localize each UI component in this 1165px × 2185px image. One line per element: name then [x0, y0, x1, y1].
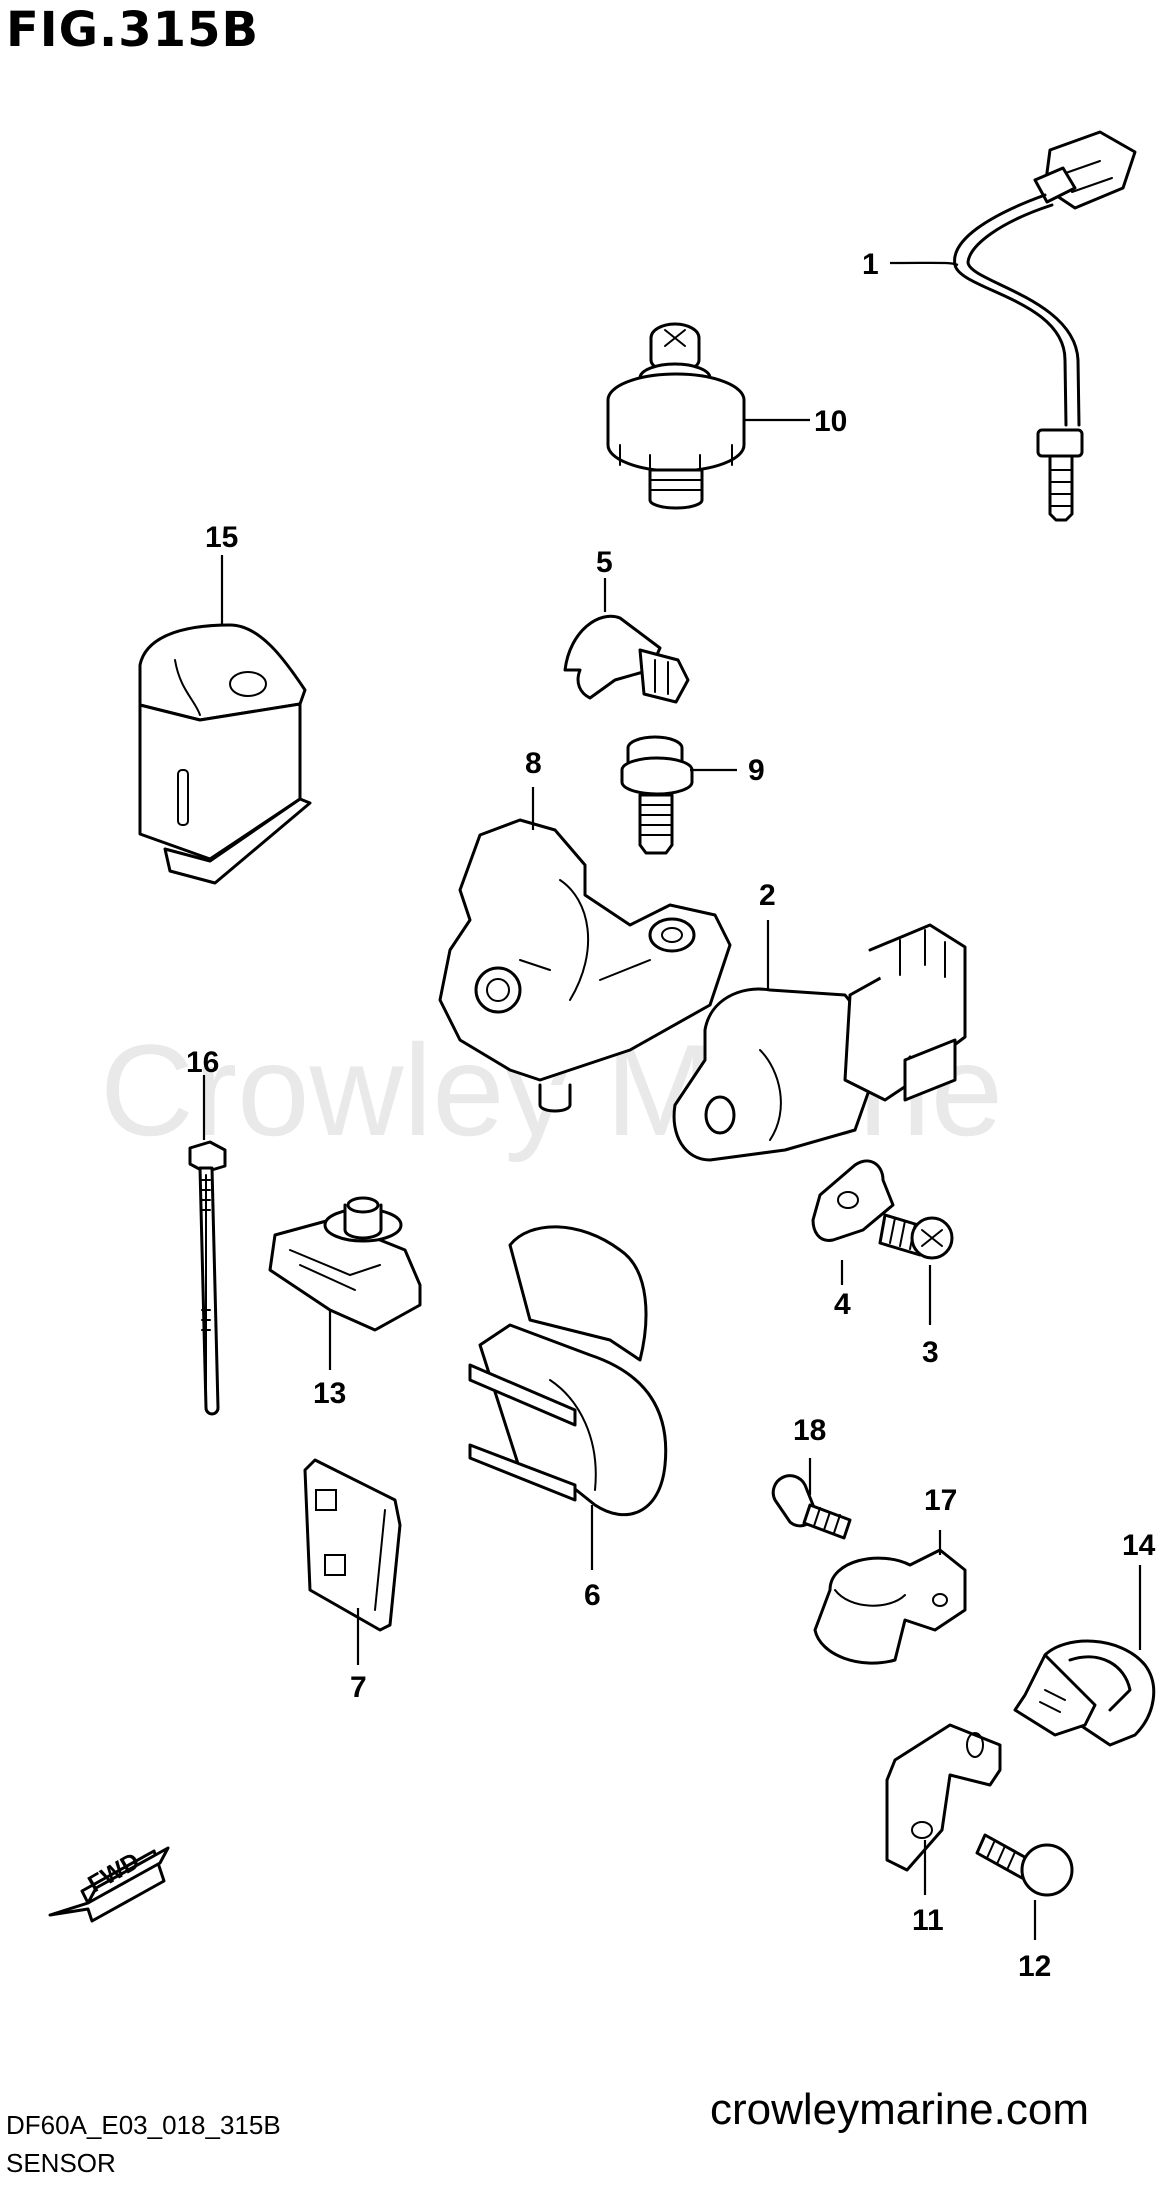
callout-3: 3 — [922, 1336, 939, 1369]
part-12-bolt[interactable] — [975, 1833, 1074, 1897]
part-15-cover[interactable] — [138, 623, 312, 885]
part-3-screw[interactable] — [878, 1213, 954, 1260]
part-8-bracket[interactable] — [438, 818, 732, 1113]
callout-labels: 1 2 3 4 5 6 7 8 9 10 11 12 13 14 15 16 1… — [186, 248, 1156, 1983]
leader-lines — [202, 261, 1142, 1940]
callout-8: 8 — [525, 747, 542, 780]
part-16-cable-tie[interactable] — [188, 1140, 227, 1416]
part-18-bolt[interactable] — [771, 1474, 852, 1540]
callout-9: 9 — [748, 754, 765, 787]
callout-15: 15 — [205, 521, 238, 554]
callout-11: 11 — [912, 1904, 944, 1937]
callout-17: 17 — [924, 1484, 957, 1517]
part-17-clamp[interactable] — [813, 1548, 967, 1665]
figure-title: FIG.315B — [6, 2, 260, 58]
part-13-clip[interactable] — [268, 1196, 422, 1332]
callout-18: 18 — [793, 1414, 826, 1447]
part-9-bolt[interactable] — [620, 735, 694, 855]
section-name: SENSOR — [6, 2148, 116, 2178]
website-label: crowleymarine.com — [710, 2085, 1089, 2134]
fwd-arrow-icon: FWD — [48, 1846, 170, 1923]
part-10-pressure-switch[interactable] — [606, 322, 746, 510]
callout-12: 12 — [1018, 1950, 1051, 1983]
callout-6: 6 — [584, 1579, 601, 1612]
part-14-clip[interactable] — [1013, 1639, 1156, 1747]
callout-14: 14 — [1122, 1529, 1156, 1562]
callout-5: 5 — [596, 546, 613, 579]
part-4-plate[interactable] — [811, 1159, 895, 1242]
part-6-clamp[interactable] — [468, 1225, 668, 1517]
part-5-cap[interactable] — [563, 614, 690, 704]
callout-16: 16 — [186, 1046, 219, 1079]
callout-13: 13 — [313, 1377, 346, 1410]
diagram-code: DF60A_E03_018_315B — [6, 2110, 281, 2140]
part-11-bracket[interactable] — [885, 1723, 1002, 1872]
callout-10: 10 — [814, 405, 847, 438]
callout-4: 4 — [834, 1288, 851, 1321]
part-7-protector[interactable] — [303, 1458, 402, 1632]
callout-2: 2 — [759, 879, 776, 912]
callout-7: 7 — [350, 1671, 367, 1704]
callout-1: 1 — [862, 248, 879, 281]
part-1-sensor-cable[interactable] — [953, 130, 1137, 522]
part-2-sensor[interactable] — [672, 923, 967, 1162]
